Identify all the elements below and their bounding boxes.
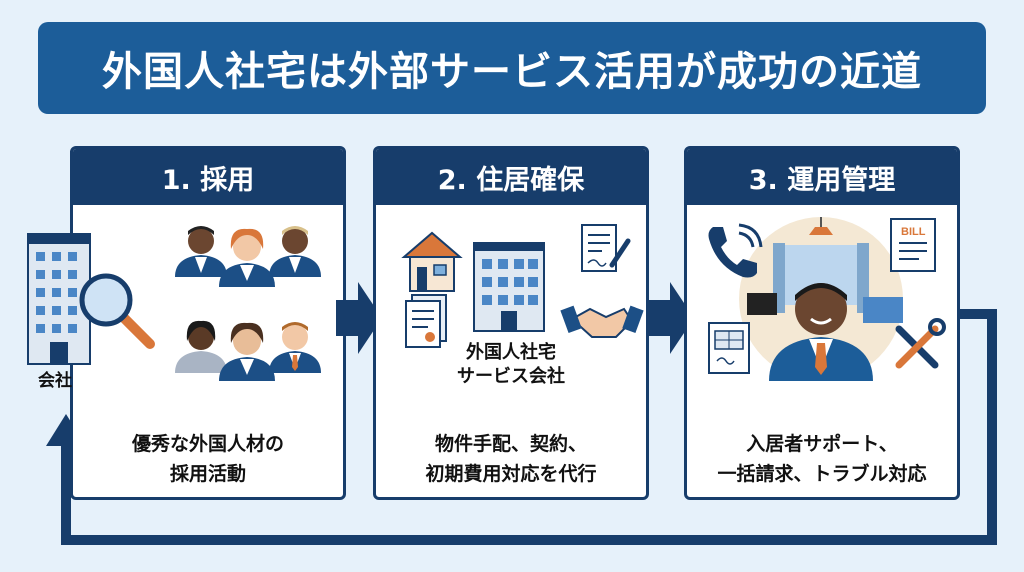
phone-icon [708,223,763,278]
resident-person-icon [769,283,873,381]
contract-pen-icon [581,224,631,272]
magnifier-icon [79,273,155,349]
handshake-icon [560,305,644,338]
person-icon [269,226,321,277]
step-header: 2. 住居確保 [376,149,646,205]
step-header: 3. 運用管理 [687,149,957,205]
person-icon [175,320,227,373]
step-description: 優秀な外国人材の 採用活動 [131,433,284,485]
step-card-operations: 3. 運用管理 BILL [684,146,960,500]
page-title: 外国人社宅は外部サービス活用が成功の近道 [38,22,986,114]
tools-icon [895,318,946,369]
person-icon [219,322,275,381]
operations-illustration: BILL [708,217,946,381]
svg-text:BILL: BILL [901,226,926,238]
company-label: 会社 [38,371,72,391]
housing-illustration [401,224,644,348]
company-illustration [27,233,155,365]
house-icon [401,231,463,292]
step-description: 物件手配、契約、 初期費用対応を代行 [425,433,597,485]
spreadsheet-document-icon [708,322,750,374]
building-icon [473,242,545,332]
recruits-illustration [175,226,321,381]
bill-document-icon: BILL [890,218,936,272]
step-description: 入居者サポート、 一括請求、トラブル対応 [717,433,927,485]
step-header: 1. 採用 [73,149,343,205]
person-icon [269,322,321,373]
person-icon [219,228,275,287]
step-card-housing: 2. 住居確保 [373,146,649,500]
document-icon [405,294,447,348]
person-icon [175,226,227,277]
service-company-label: 外国人社宅 サービス会社 [457,342,565,387]
